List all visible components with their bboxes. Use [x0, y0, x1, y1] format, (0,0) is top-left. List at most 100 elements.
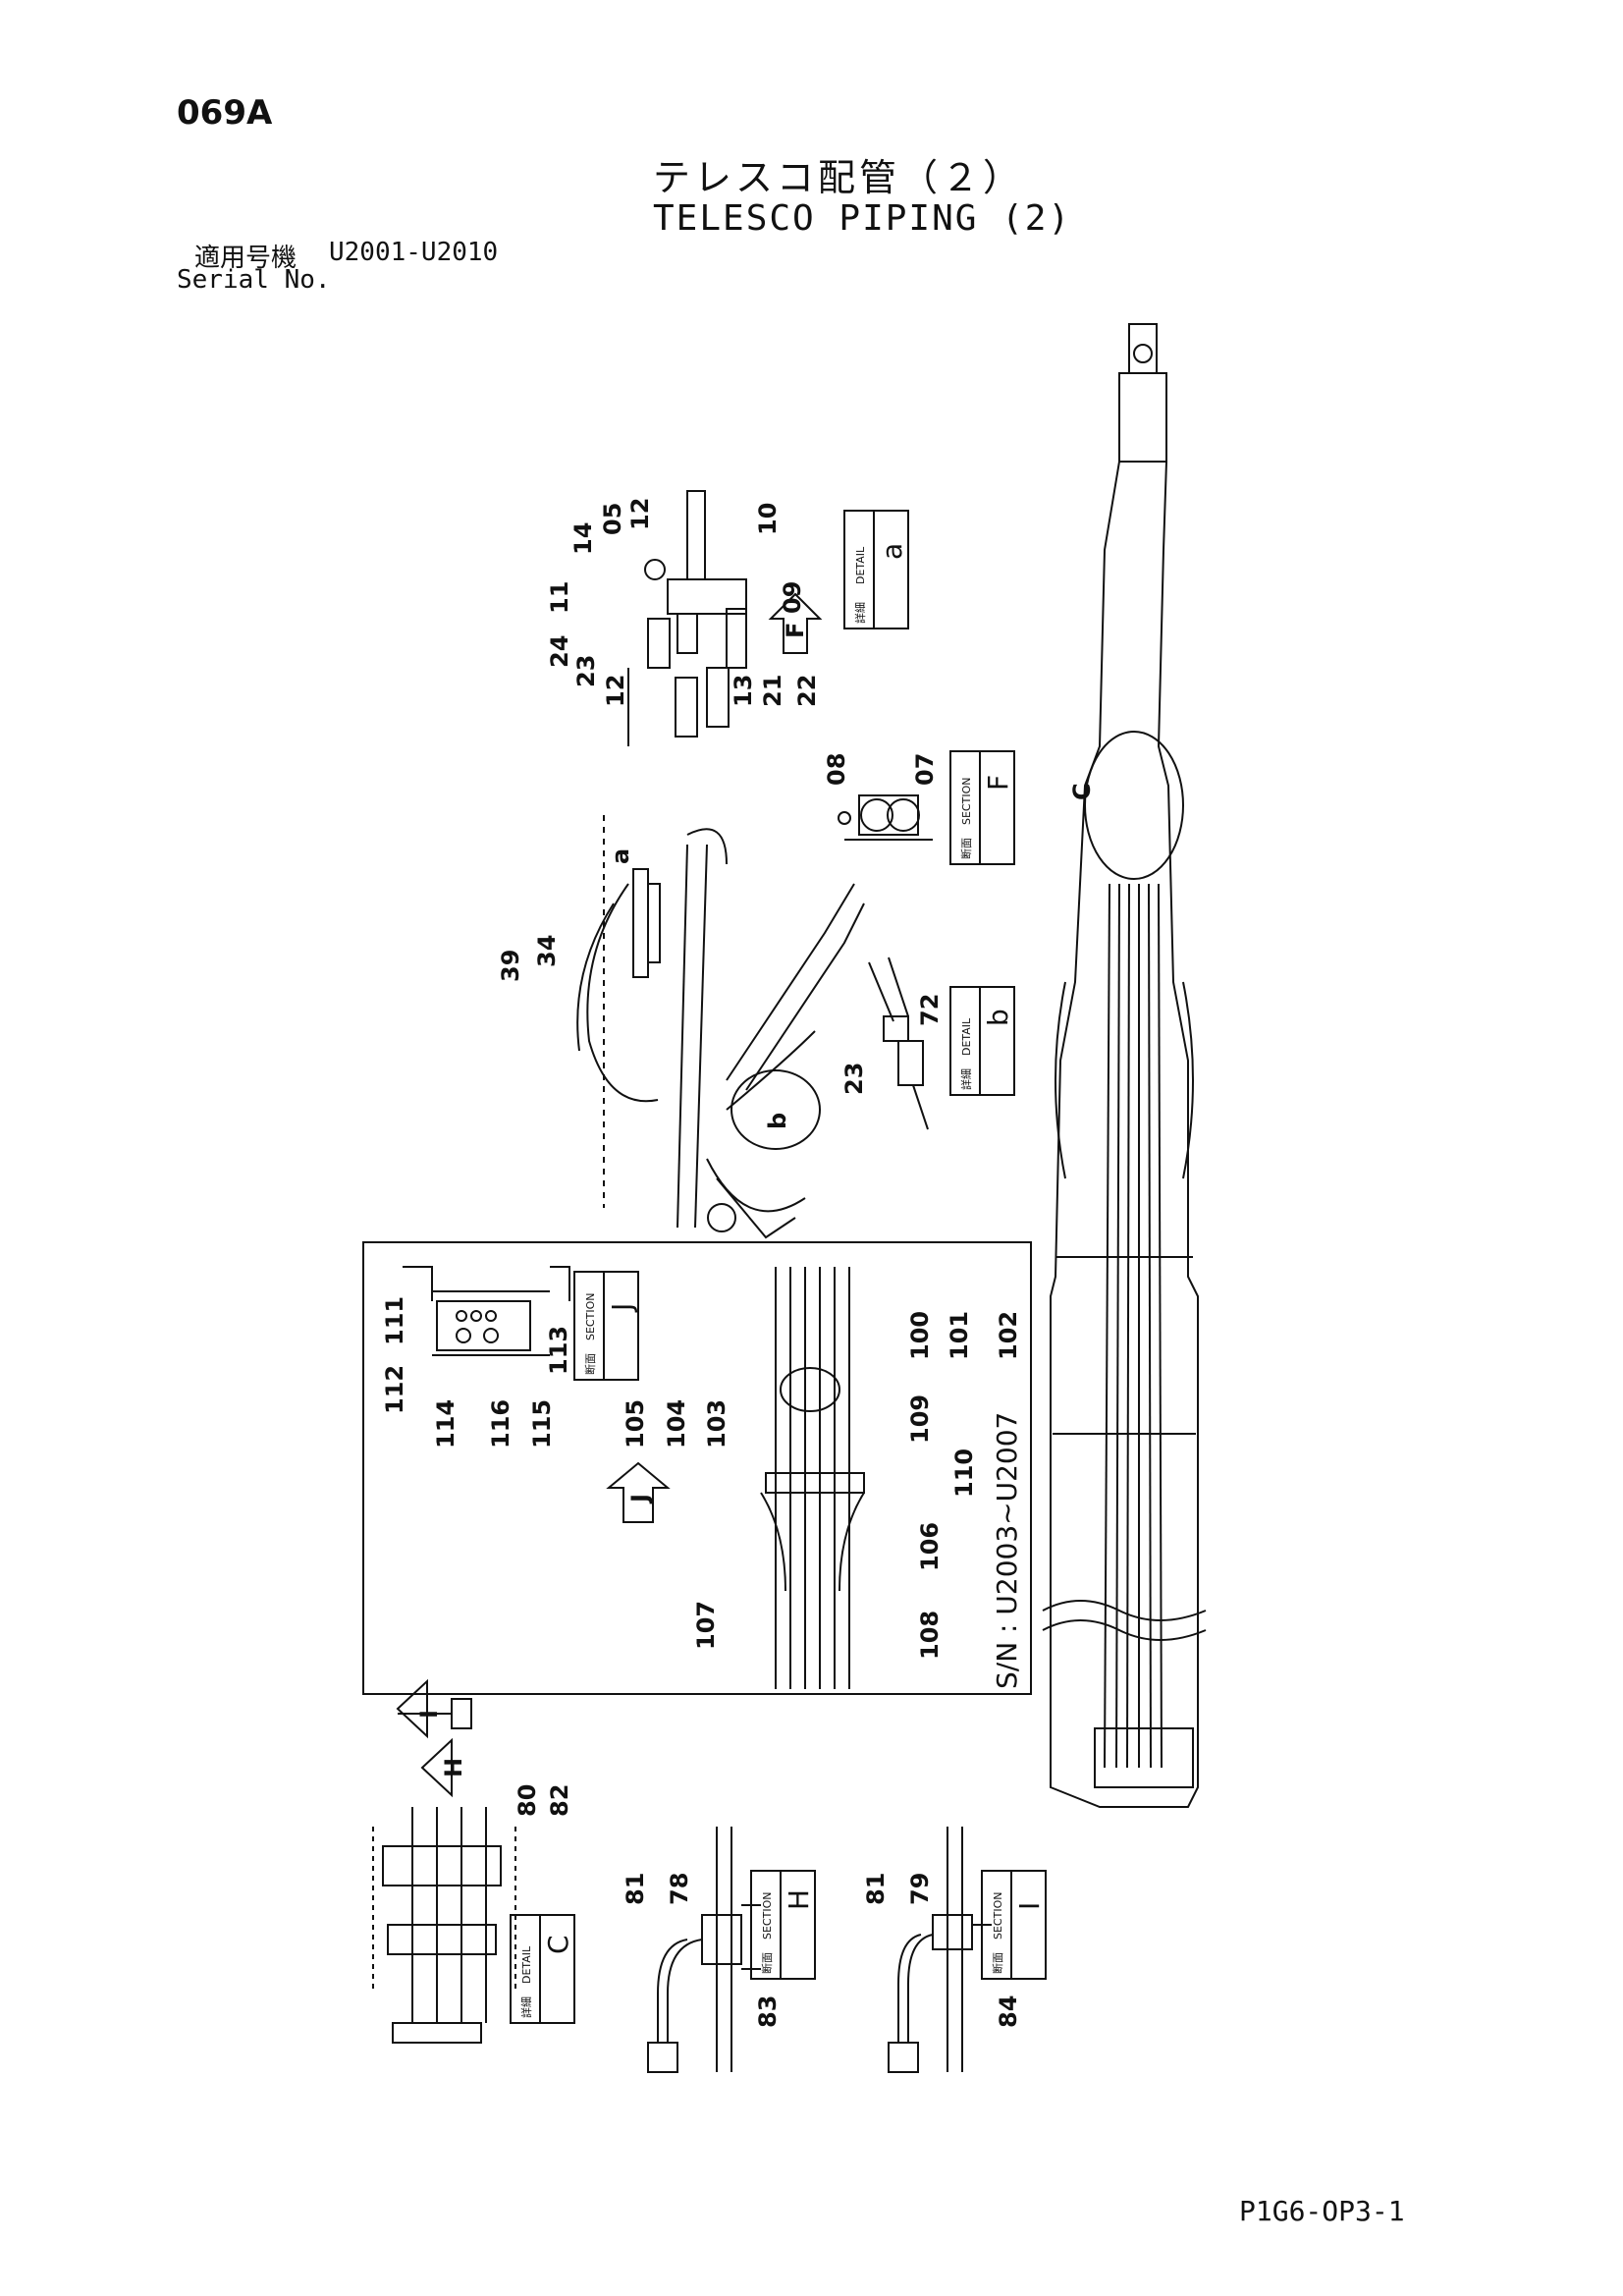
callout-39: 39 [497, 950, 524, 982]
callout-10: 10 [754, 503, 782, 535]
callout-101: 101 [946, 1311, 973, 1360]
page-code: 069A [177, 93, 273, 133]
callout-100: 100 [906, 1311, 934, 1360]
callout-107: 107 [692, 1601, 720, 1650]
callout-72: 72 [916, 994, 944, 1026]
marker-c: C [1068, 783, 1096, 800]
detail-b-drawing [868, 957, 929, 1130]
tag-detail-c: 詳細 DETAIL C [510, 1914, 575, 2024]
callout-23b: 23 [840, 1063, 868, 1095]
svg-text:詳細: 詳細 [959, 1068, 973, 1090]
svg-text:SECTION: SECTION [960, 778, 973, 825]
callout-12b: 12 [602, 675, 629, 707]
svg-text:断面: 断面 [760, 1952, 774, 1974]
page-title: TELESCO PIPING (2) [653, 198, 1072, 239]
callout-24: 24 [546, 635, 573, 668]
section-i-callouts: 81 79 84 [862, 1873, 1022, 2028]
arrow-f-label: F [782, 623, 809, 638]
detail-c-callouts: 80 82 [514, 1784, 573, 1817]
telescopic-boom [1042, 323, 1207, 1808]
callout-22: 22 [793, 675, 821, 707]
svg-text:SECTION: SECTION [992, 1892, 1004, 1940]
callout-104: 104 [663, 1399, 690, 1449]
main-left-callouts: 39 34 [497, 935, 561, 982]
section-f-callouts: 08 07 [823, 753, 939, 786]
callout-79: 79 [906, 1873, 934, 1905]
svg-text:H: H [783, 1889, 815, 1910]
callout-112: 112 [381, 1365, 408, 1414]
callout-23: 23 [572, 655, 600, 687]
callout-14: 14 [569, 522, 597, 555]
callout-82: 82 [546, 1784, 573, 1817]
section-f-drawing [838, 794, 933, 841]
callout-09: 09 [779, 581, 806, 614]
view-tags: 詳細 DETAIL a 断面 SECTION F 詳細 DETAIL b 断面 … [510, 510, 1047, 2024]
callout-113: 113 [545, 1326, 572, 1375]
callout-05: 05 [599, 503, 626, 535]
serial-label-japanese: 適用号機 [194, 244, 298, 273]
svg-text:断面: 断面 [959, 838, 973, 859]
page-title-japanese: テレスコ配管（２） [653, 156, 1025, 199]
callout-84: 84 [995, 1995, 1022, 2028]
callout-111: 111 [381, 1296, 408, 1345]
callout-115: 115 [528, 1399, 556, 1449]
svg-text:断面: 断面 [991, 1952, 1004, 1974]
svg-text:b: b [982, 1009, 1014, 1026]
serial-label: Serial No. [177, 265, 331, 295]
callout-11: 11 [546, 581, 573, 614]
callout-109: 109 [906, 1394, 934, 1444]
svg-text:詳細: 詳細 [853, 602, 867, 624]
arrow-h-label: H [440, 1758, 467, 1777]
svg-text:詳細: 詳細 [519, 1996, 533, 2018]
section-i-drawing [888, 1827, 992, 2073]
callout-12: 12 [626, 498, 654, 530]
svg-text:J: J [606, 1303, 638, 1313]
callout-07: 07 [911, 753, 939, 786]
serial-note: S/N : U2003~U2007 [991, 1412, 1023, 1689]
detail-a-drawing [627, 490, 747, 746]
detail-c-drawing [372, 1807, 516, 2044]
tag-detail-a: 詳細 DETAIL a [843, 510, 909, 629]
callout-08: 08 [823, 753, 850, 786]
callout-116: 116 [487, 1399, 514, 1449]
tag-section-j: 断面 SECTION J [573, 1271, 639, 1381]
svg-text:a: a [876, 543, 908, 560]
callout-110: 110 [950, 1449, 978, 1498]
svg-text:C: C [542, 1935, 574, 1954]
svg-text:F: F [982, 775, 1014, 791]
callout-106: 106 [916, 1522, 944, 1571]
svg-text:DETAIL: DETAIL [854, 546, 867, 584]
callout-80: 80 [514, 1784, 541, 1817]
callout-114: 114 [432, 1399, 460, 1449]
marker-b: b [764, 1113, 791, 1129]
svg-text:SECTION: SECTION [761, 1892, 774, 1940]
arrow-i-label: I [415, 1710, 443, 1719]
section-j-callouts: 111 112 114 116 115 113 [381, 1296, 572, 1449]
callout-81b: 81 [862, 1873, 890, 1905]
marker-a: a [607, 848, 634, 864]
callout-108: 108 [916, 1611, 944, 1660]
callout-13: 13 [730, 675, 757, 707]
tag-detail-b: 詳細 DETAIL b [949, 986, 1015, 1096]
svg-text:SECTION: SECTION [584, 1293, 597, 1340]
svg-text:断面: 断面 [583, 1353, 597, 1375]
callout-105: 105 [622, 1399, 649, 1449]
callout-83: 83 [754, 1995, 782, 2028]
svg-text:DETAIL: DETAIL [520, 1945, 533, 1984]
detail-b-callouts: 72 23 [840, 994, 944, 1095]
svg-text:DETAIL: DETAIL [960, 1017, 973, 1056]
callout-34: 34 [533, 935, 561, 967]
main-left-view [576, 815, 865, 1239]
section-h-drawing [647, 1827, 761, 2073]
tag-section-f: 断面 SECTION F [949, 750, 1015, 865]
tag-section-h: 断面 SECTION H [750, 1870, 816, 1980]
callout-78: 78 [666, 1873, 693, 1905]
serial-range: U2001-U2010 [329, 238, 499, 267]
callout-103: 103 [703, 1399, 730, 1449]
callout-81: 81 [622, 1873, 649, 1905]
arrow-j-label: J [626, 1494, 654, 1504]
tag-section-i: 断面 SECTION I [981, 1870, 1047, 1980]
svg-text:I: I [1013, 1902, 1046, 1910]
detail-a-callouts: 14 05 12 10 11 09 24 23 12 13 21 22 [546, 498, 821, 707]
